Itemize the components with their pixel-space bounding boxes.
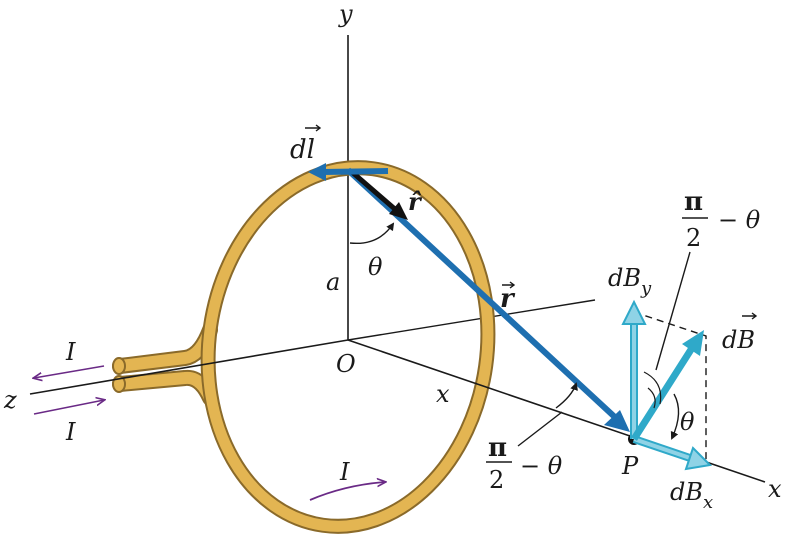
dB-vector-arrow — [631, 346, 695, 441]
current-label-loop: I — [339, 458, 350, 486]
theta-arc-field — [670, 393, 680, 440]
minus-theta-top: − θ — [718, 206, 761, 234]
current-arrow-bottom — [33, 400, 104, 415]
r-vector-overarrow — [502, 281, 516, 289]
angle-arc-outer — [643, 371, 662, 405]
two-label-bottom: 2 — [489, 466, 504, 494]
dBy-arrowhead — [621, 299, 647, 325]
radius-label: a — [326, 268, 340, 296]
theta-field-label: θ — [680, 408, 695, 436]
dl-vector-arrow — [321, 168, 389, 175]
origin-diagonal-line — [347, 299, 596, 341]
wire-leads — [112, 322, 218, 406]
theta-arc-top — [349, 222, 395, 245]
dBx-arrowhead — [684, 446, 713, 471]
minus-theta-bottom: − θ — [520, 452, 563, 480]
r-vector-label: r — [500, 284, 516, 314]
z-axis-label: z — [3, 386, 17, 414]
r-hat-arrow — [350, 170, 398, 212]
angle-arc-inner — [647, 387, 656, 409]
x-axis-label: x — [768, 475, 782, 503]
origin-label: O — [336, 350, 356, 378]
theta-top-label: θ — [368, 253, 383, 281]
pi-label-top: π — [684, 187, 703, 217]
current-arrow-loop — [309, 482, 385, 501]
dB-overarrow — [742, 312, 758, 320]
dB-label: dB — [722, 326, 755, 354]
pi-label-bottom: π — [488, 433, 507, 463]
component-dashed-box — [633, 311, 707, 460]
distance-x-label: x — [436, 380, 450, 408]
current-label-top: I — [65, 338, 76, 366]
dl-overarrow — [305, 124, 322, 132]
pi-over-2-leader-top — [655, 251, 691, 371]
dBy-label: dBy — [608, 264, 652, 299]
point-p-label: P — [621, 452, 639, 480]
r-hat-arrowhead — [389, 202, 408, 220]
pi-over-2-arc-bottom — [555, 382, 578, 409]
two-label-top: 2 — [686, 224, 701, 252]
dB-arrowhead — [682, 330, 704, 356]
current-label-bottom: I — [65, 418, 76, 446]
current-arrow-top — [34, 365, 105, 378]
r-hat-label: r̂ — [408, 187, 423, 216]
r-vector-arrowhead — [604, 410, 630, 432]
pi-over-2-leader-bottom — [517, 411, 563, 447]
dl-label: dl — [290, 135, 315, 165]
dBx-label: dBx — [670, 478, 713, 513]
y-axis-label: y — [338, 0, 353, 28]
dl-vector-arrowhead — [308, 163, 326, 181]
z-axis-line — [29, 339, 349, 395]
